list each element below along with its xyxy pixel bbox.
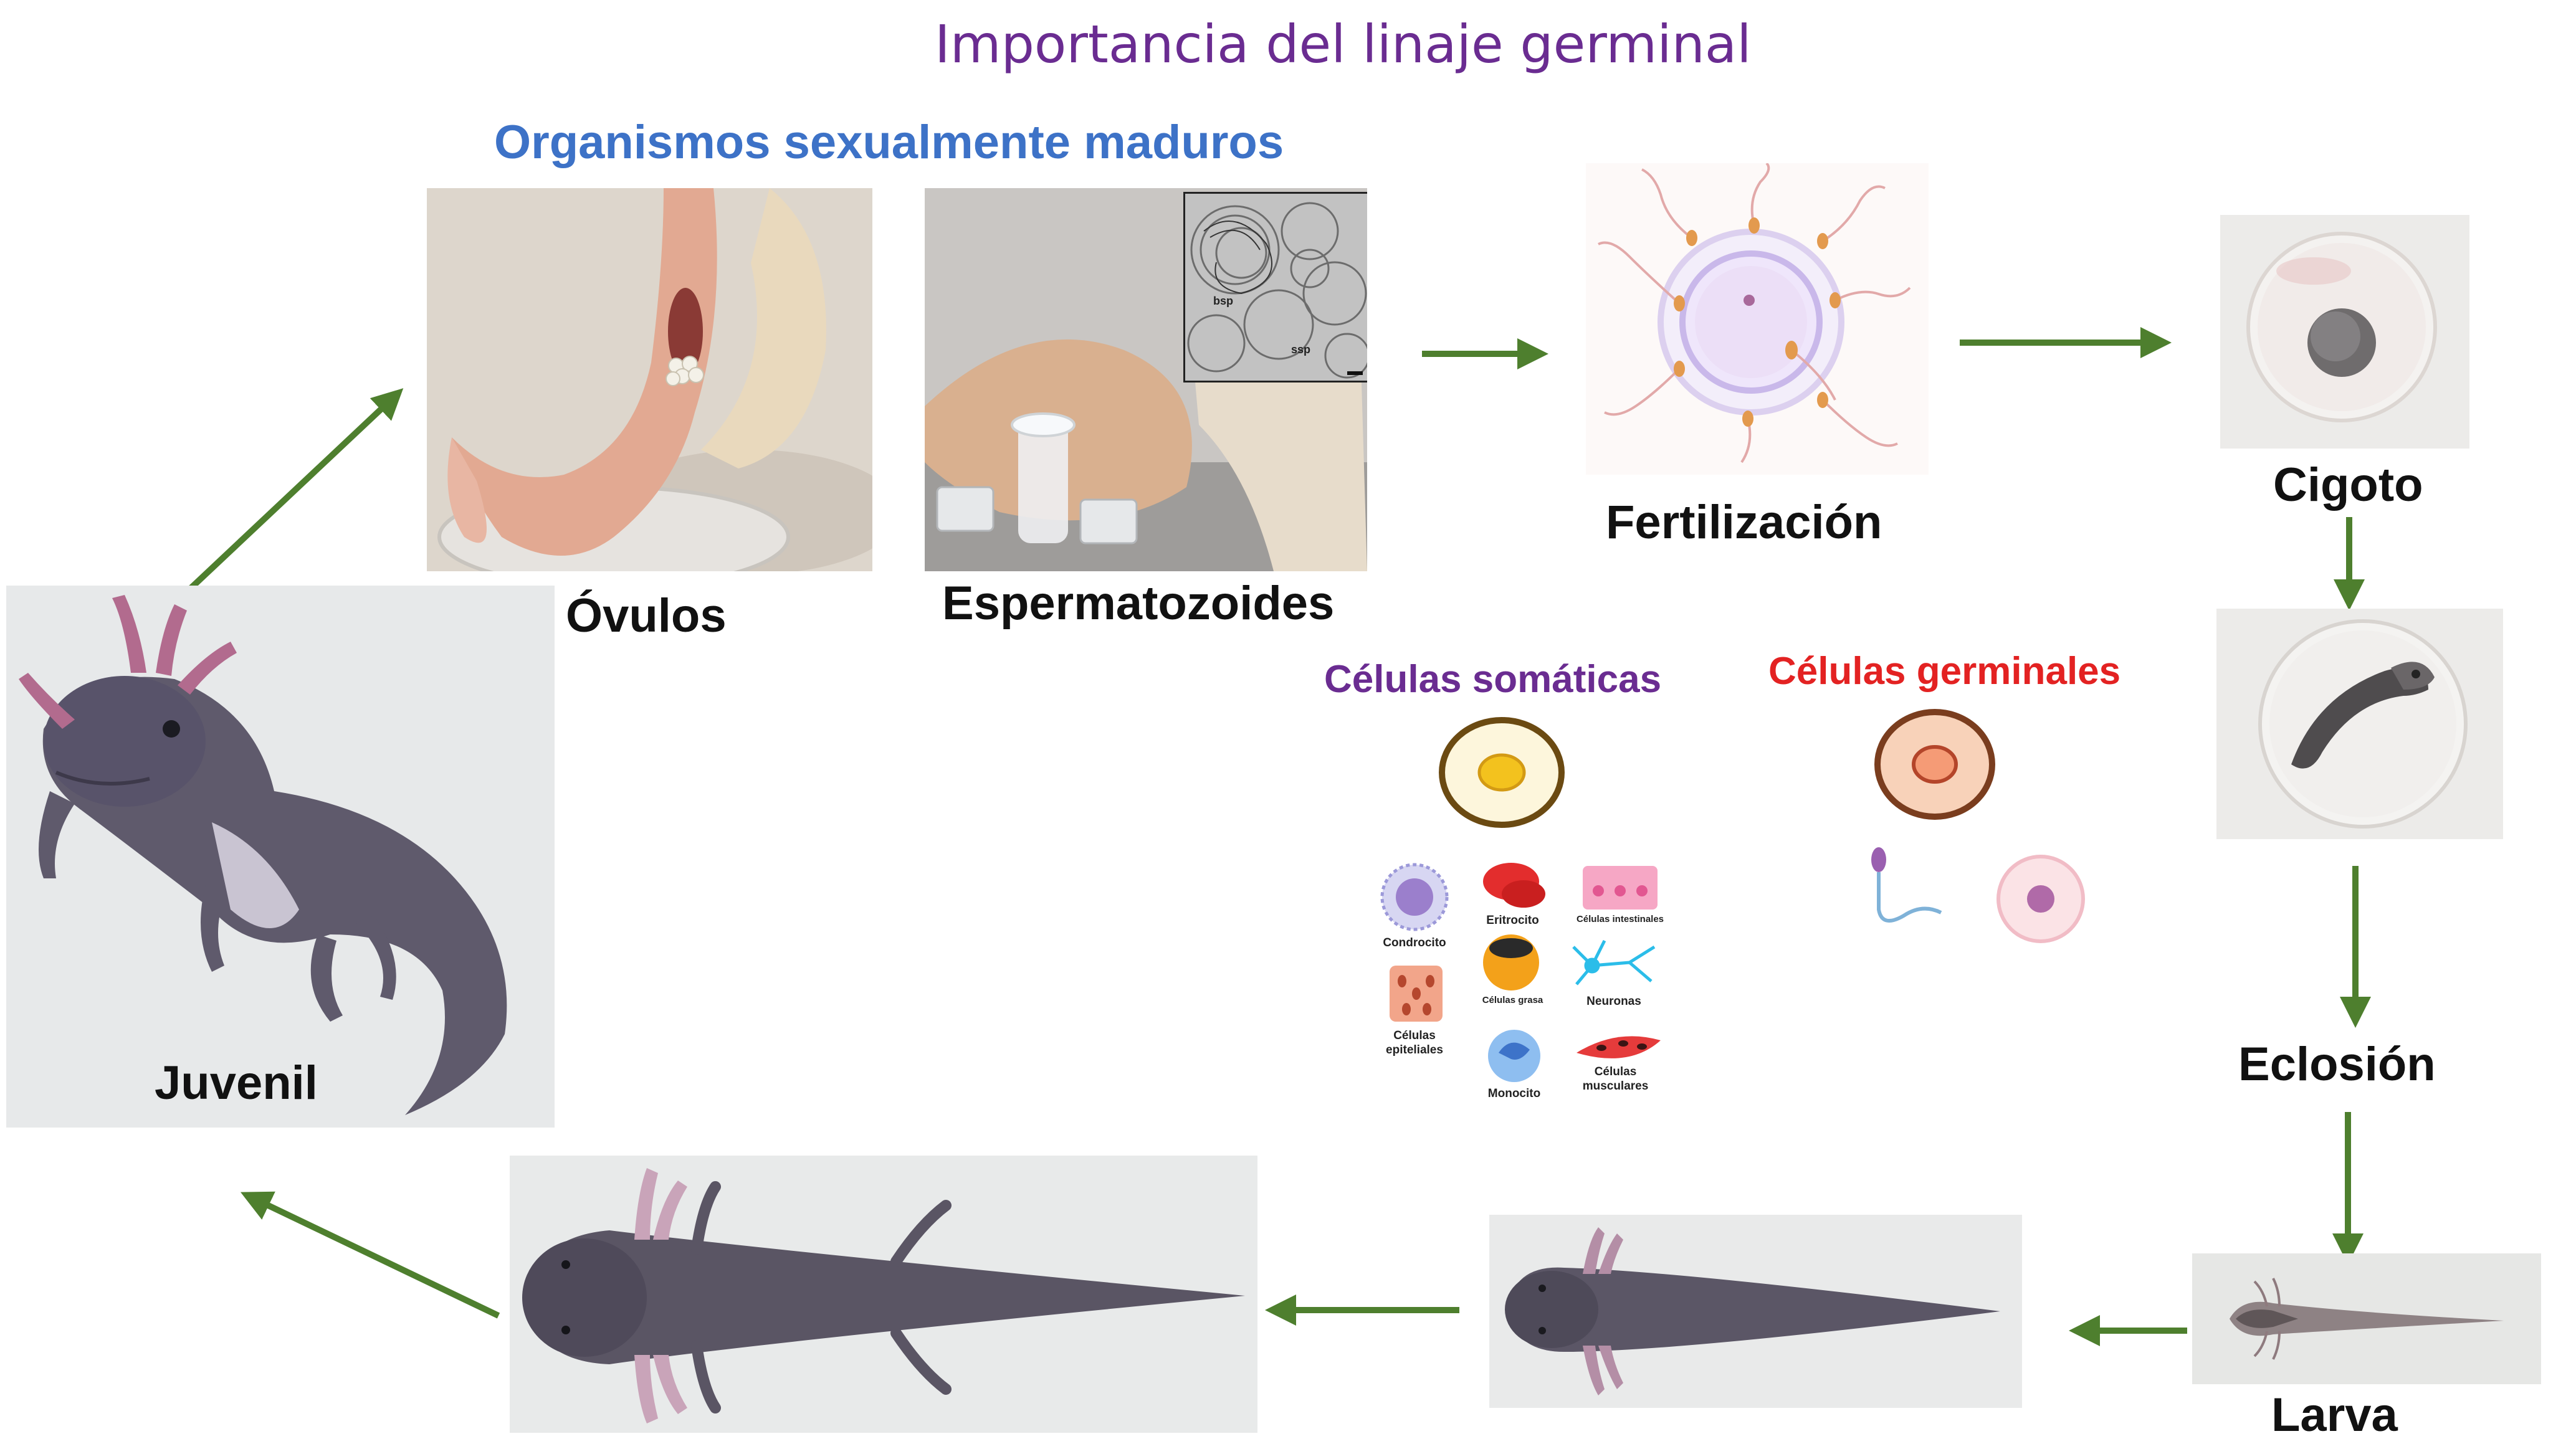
monocyte-icon bbox=[1488, 1030, 1540, 1082]
subtitle: Organismos sexualmente maduros bbox=[494, 116, 1284, 169]
label-juvenil: Juvenil bbox=[155, 1057, 318, 1109]
arrow-juvenil-to-mature bbox=[186, 388, 404, 593]
page-title: Importancia del linaje germinal bbox=[935, 14, 1752, 75]
photo-juvenil-temprano bbox=[1489, 1215, 2022, 1408]
erythrocyte-icon bbox=[1483, 863, 1545, 908]
label-celulas-grasa: Células grasa bbox=[1482, 995, 1543, 1005]
label-fertilizacion: Fertilización bbox=[1606, 496, 1882, 549]
chondrocyte-icon bbox=[1380, 863, 1449, 931]
neuron-icon bbox=[1572, 939, 1656, 986]
sperm-icon bbox=[1871, 847, 1942, 923]
microscope-inset: bsp ssp bbox=[1183, 192, 1367, 382]
label-ovulos: Óvulos bbox=[566, 589, 727, 642]
label-celulas-musculares: Células musculares bbox=[1582, 1065, 1649, 1093]
photo-cigoto bbox=[2220, 215, 2469, 449]
photo-ovulos bbox=[427, 188, 872, 571]
label-neuronas: Neuronas bbox=[1586, 995, 1641, 1008]
label-larva: Larva bbox=[2271, 1389, 2398, 1442]
label-espermatozoides: Espermatozoides bbox=[942, 577, 1335, 630]
germinal-cell-icon bbox=[1874, 709, 1995, 820]
label-eclosion: Eclosión bbox=[2238, 1038, 2436, 1091]
label-celulas-epiteliales: Células epiteliales bbox=[1386, 1029, 1443, 1057]
label-cigoto: Cigoto bbox=[2273, 458, 2423, 511]
label-celulas-intestinales: Células intestinales bbox=[1576, 914, 1664, 924]
arrow-juvenile2-to-juvenil bbox=[240, 1191, 500, 1319]
photo-juvenil bbox=[6, 586, 555, 1128]
photo-larva bbox=[2192, 1253, 2541, 1384]
label-eritrocito: Eritrocito bbox=[1486, 914, 1539, 927]
epithelial-cells-icon bbox=[1390, 966, 1443, 1022]
somatic-cell-icon bbox=[1439, 717, 1565, 828]
photo-espermatozoides: bsp ssp bbox=[925, 188, 1367, 571]
photo-embrion bbox=[2216, 609, 2503, 839]
label-condrocito: Condrocito bbox=[1383, 936, 1446, 949]
intestinal-cells-icon bbox=[1583, 866, 1658, 910]
muscle-cells-icon bbox=[1577, 1036, 1661, 1058]
somatic-cell-types: Condrocito Eritrocito Células intestinal… bbox=[1368, 853, 1667, 1109]
photo-juvenil-tardio bbox=[510, 1156, 1257, 1433]
label-monocito: Monocito bbox=[1487, 1087, 1541, 1100]
somatic-cells-title: Células somáticas bbox=[1324, 658, 1662, 701]
fat-cell-icon bbox=[1483, 934, 1539, 991]
inset-label-ssp: ssp bbox=[1291, 343, 1311, 356]
inset-label-bsp: bsp bbox=[1213, 295, 1234, 307]
germinal-cells-title: Células germinales bbox=[1768, 650, 2121, 693]
egg-cell-icon bbox=[1996, 855, 2085, 943]
fertilization-illustration bbox=[1586, 163, 1929, 475]
